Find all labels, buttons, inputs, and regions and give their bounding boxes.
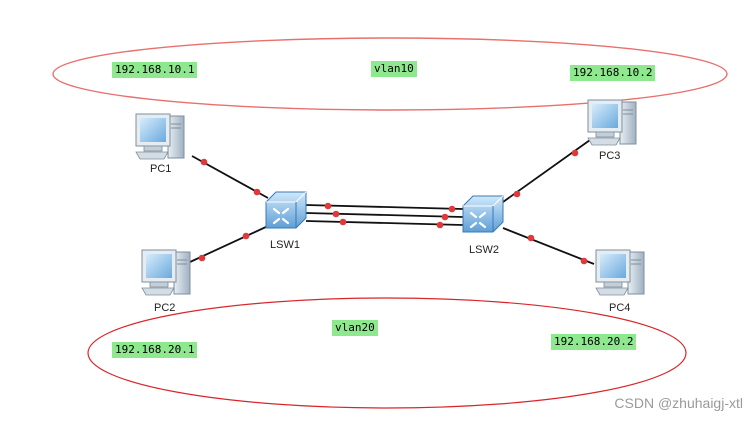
port-dot <box>332 210 340 218</box>
vlan10-ip-right: 192.168.10.2 <box>570 65 656 81</box>
port-dot <box>580 257 588 265</box>
vlan20-name: vlan20 <box>332 320 378 336</box>
port-dot <box>253 188 261 196</box>
port-dot <box>198 254 206 262</box>
pc3-label: PC3 <box>599 150 621 162</box>
link-lsw1-lsw2-a <box>305 204 464 210</box>
port-dot <box>242 232 250 240</box>
links <box>189 139 595 265</box>
watermark: CSDN @zhuhaigj-xtl <box>614 395 743 411</box>
port-dot <box>436 221 444 229</box>
vlan10-name: vlan10 <box>371 61 417 77</box>
port-dot <box>441 213 449 221</box>
port-dots <box>198 149 588 265</box>
vlan10-zone <box>52 37 728 111</box>
vlan10-ip-left: 192.168.10.1 <box>112 62 198 78</box>
port-dot <box>513 190 521 198</box>
vlan20-ip-left: 192.168.20.1 <box>112 342 198 358</box>
port-dot <box>200 158 208 166</box>
port-dot <box>339 218 347 226</box>
link-lsw1-lsw2-b <box>305 212 464 218</box>
pc-icon-pc3[interactable] <box>587 99 637 146</box>
port-dot <box>571 149 579 157</box>
link-lsw2-pc4 <box>502 227 595 265</box>
vlan20-ip-right: 192.168.20.2 <box>551 334 637 350</box>
pc-icon-pc4[interactable] <box>595 249 645 296</box>
lsw2-label: LSW2 <box>469 244 499 256</box>
pc4-label: PC4 <box>609 302 631 314</box>
port-dot <box>448 205 456 213</box>
pc-icon-pc1[interactable] <box>135 113 185 160</box>
switch-icon-lsw1[interactable] <box>265 191 307 229</box>
pc2-label: PC2 <box>154 302 176 314</box>
port-dot <box>527 234 535 242</box>
pc1-label: PC1 <box>150 163 172 175</box>
pc-icon-pc2[interactable] <box>141 249 191 296</box>
vlan20-zone <box>87 297 687 409</box>
lsw1-label: LSW1 <box>270 239 300 251</box>
port-dot <box>324 202 332 210</box>
switch-icon-lsw2[interactable] <box>462 195 504 233</box>
